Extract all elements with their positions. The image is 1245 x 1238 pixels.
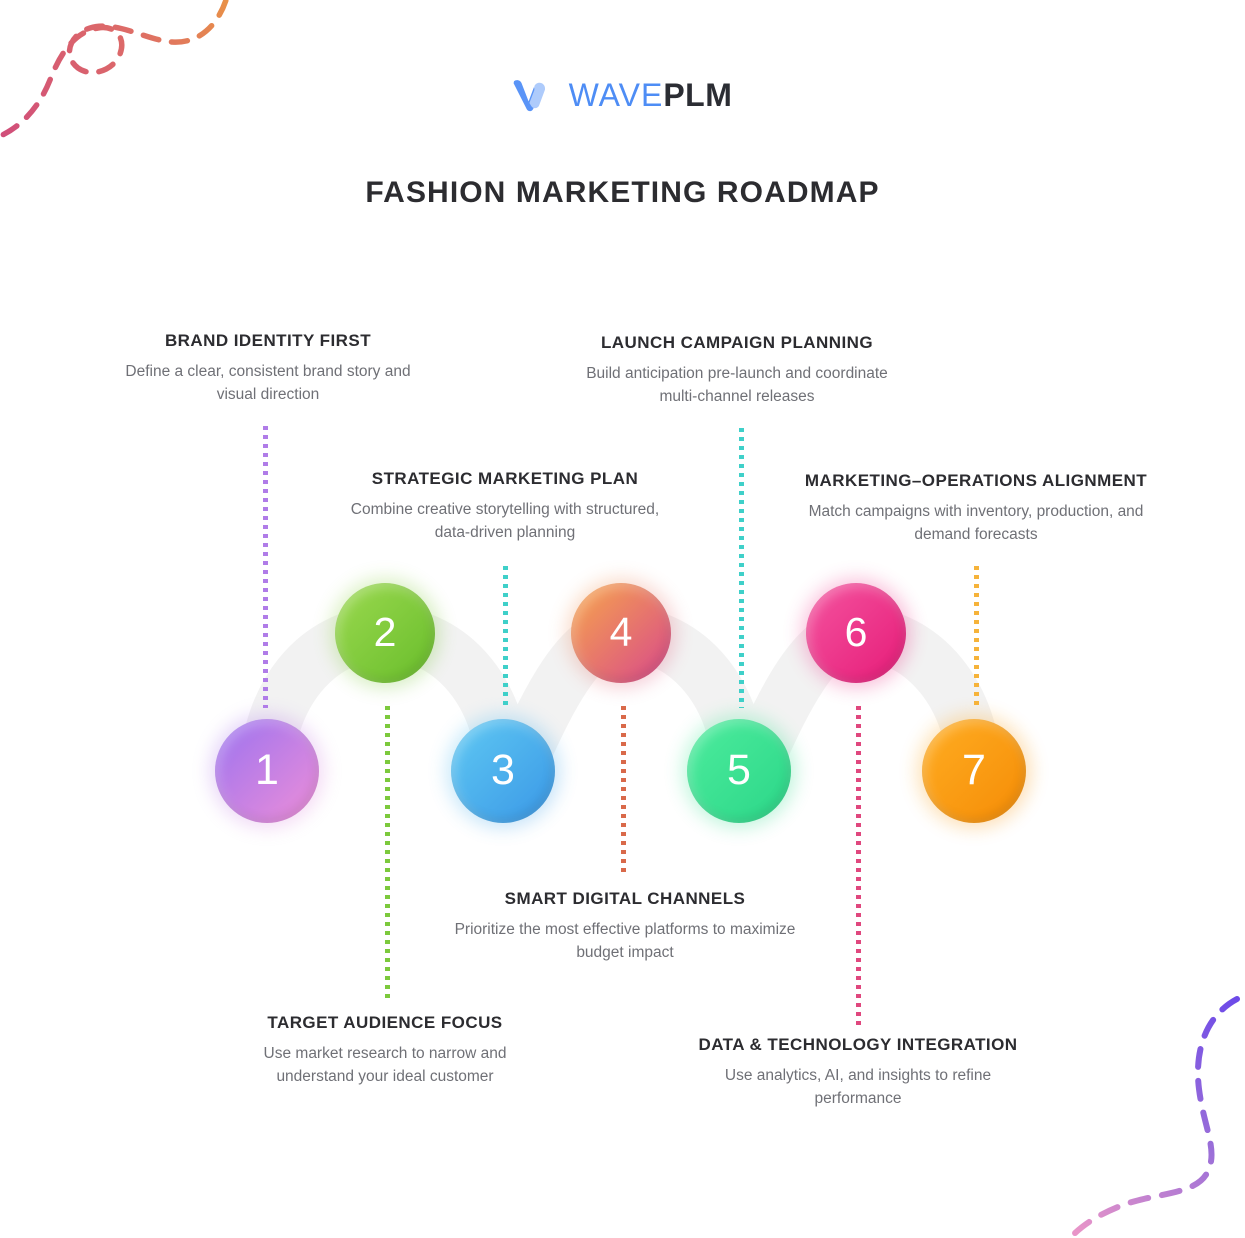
step-text-block: MARKETING–OPERATIONS ALIGNMENT Match camp… (786, 470, 1166, 546)
step-number-label: 7 (962, 745, 986, 794)
step-text-block: LAUNCH CAMPAIGN PLANNING Build anticipati… (582, 332, 892, 408)
brand-name-primary: WAVE (568, 77, 664, 113)
step-description: Define a clear, consistent brand story a… (125, 363, 411, 403)
page-title: FASHION MARKETING ROADMAP (365, 176, 880, 209)
step-number-label: 3 (491, 745, 515, 794)
step-text-block: TARGET AUDIENCE FOCUS Use market research… (230, 1012, 540, 1088)
step-node-4[interactable]: 4 (571, 583, 671, 683)
step-description: Match campaigns with inventory, producti… (808, 503, 1144, 543)
step-description: Use market research to narrow and unders… (263, 1045, 507, 1085)
step-description: Prioritize the most effective platforms … (454, 921, 796, 961)
step-node-1[interactable]: 1 (215, 719, 319, 823)
step-number-label: 2 (373, 608, 397, 655)
step-connector-dotted-line (856, 706, 861, 1026)
step-text-block: DATA & TECHNOLOGY INTEGRATION Use analyti… (680, 1034, 1036, 1110)
wave-logo-icon (513, 80, 545, 112)
step-description: Build anticipation pre-launch and coordi… (586, 365, 888, 405)
step-node-3[interactable]: 3 (451, 719, 555, 823)
brand-logo: WAVEPLM (0, 78, 1245, 112)
step-connector-dotted-line (739, 428, 744, 708)
step-number-label: 6 (844, 608, 868, 655)
step-connector-dotted-line (621, 706, 626, 876)
step-text-block: STRATEGIC MARKETING PLAN Combine creative… (350, 468, 660, 544)
step-node-7[interactable]: 7 (922, 719, 1026, 823)
step-connector-dotted-line (974, 566, 979, 708)
step-connector-dotted-line (385, 706, 390, 1001)
step-connector-dotted-line (503, 566, 508, 708)
step-title: TARGET AUDIENCE FOCUS (267, 1013, 503, 1032)
step-description: Use analytics, AI, and insights to refin… (724, 1067, 992, 1107)
brand-wordmark: WAVEPLM (569, 79, 733, 111)
step-node-2[interactable]: 2 (335, 583, 435, 683)
step-title: MARKETING–OPERATIONS ALIGNMENT (804, 471, 1148, 490)
step-text-block: BRAND IDENTITY FIRST Define a clear, cons… (108, 330, 428, 406)
step-number-label: 1 (255, 745, 279, 794)
step-connector-dotted-line (263, 426, 268, 708)
step-title: DATA & TECHNOLOGY INTEGRATION (698, 1035, 1018, 1054)
step-node-6[interactable]: 6 (806, 583, 906, 683)
step-description: Combine creative storytelling with struc… (350, 501, 660, 541)
step-title: STRATEGIC MARKETING PLAN (371, 469, 639, 488)
step-title: SMART DIGITAL CHANNELS (504, 889, 746, 908)
brand-name-secondary: PLM (663, 77, 733, 113)
step-title: BRAND IDENTITY FIRST (164, 331, 372, 350)
step-number-label: 5 (727, 745, 751, 794)
step-node-5[interactable]: 5 (687, 719, 791, 823)
step-number-label: 4 (609, 608, 633, 655)
step-title: LAUNCH CAMPAIGN PLANNING (600, 333, 874, 352)
step-text-block: SMART DIGITAL CHANNELS Prioritize the mos… (440, 888, 810, 964)
dashed-curve-bottom-right-icon (1070, 996, 1240, 1238)
